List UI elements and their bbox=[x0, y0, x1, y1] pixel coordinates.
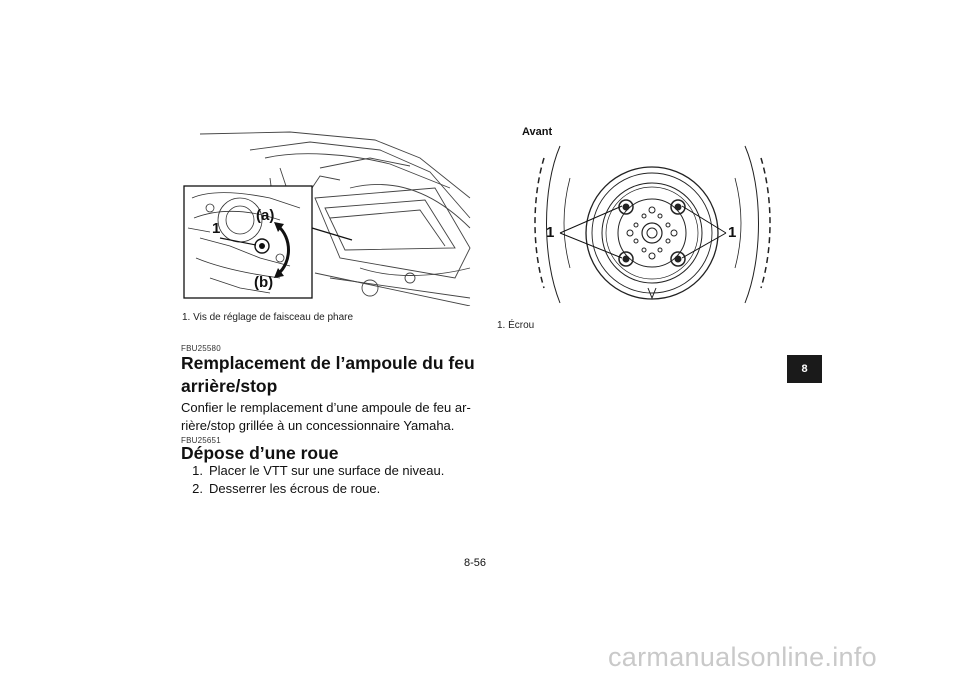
list-item: 2. Desserrer les écrous de roue. bbox=[181, 480, 481, 498]
callout-right: 1 bbox=[728, 224, 737, 241]
right-figure-caption: 1. Écrou bbox=[497, 320, 535, 331]
wheel-figure: 1 1 bbox=[530, 138, 775, 308]
section-2-code: FBU25651 bbox=[181, 436, 221, 445]
chapter-tab: 8 bbox=[787, 355, 822, 383]
headlight-figure: 1 (a) (b) bbox=[170, 128, 480, 307]
direction-label: Avant bbox=[522, 126, 553, 138]
steps-list: 1. Placer le VTT sur une surface de nive… bbox=[181, 462, 481, 498]
left-figure-caption: 1. Vis de réglage de faisceau de phare bbox=[182, 312, 354, 323]
wheel-illustration bbox=[534, 145, 771, 304]
label-a: (a) bbox=[256, 207, 275, 224]
step-number: 1. bbox=[192, 463, 203, 478]
section-1-body: Confier le remplacement d’une ampoule de… bbox=[181, 399, 481, 435]
section-1-title: Remplacement de l’ampoule du feu arrière… bbox=[181, 352, 481, 398]
step-number: 2. bbox=[192, 481, 203, 496]
section-1-body-line-2: rière/stop grillée à un concessionnaire … bbox=[181, 418, 455, 433]
section-1-title-line-2: arrière/stop bbox=[181, 376, 278, 396]
step-text: Desserrer les écrous de roue. bbox=[209, 481, 381, 496]
callout-1: 1 bbox=[212, 220, 221, 237]
section-1-body-line-1: Confier le remplacement d’une ampoule de… bbox=[181, 400, 471, 415]
list-item: 1. Placer le VTT sur une surface de nive… bbox=[181, 462, 481, 480]
watermark: carmanualsonline.info bbox=[608, 642, 877, 672]
callout-left: 1 bbox=[546, 224, 555, 241]
section-1-title-line-1: Remplacement de l’ampoule du feu bbox=[181, 353, 475, 373]
headlight-illustration bbox=[183, 131, 471, 307]
label-b: (b) bbox=[254, 274, 274, 291]
step-text: Placer le VTT sur une surface de niveau. bbox=[209, 463, 445, 478]
section-1-code: FBU25580 bbox=[181, 344, 221, 353]
page-number: 8-56 bbox=[464, 557, 487, 569]
section-2-title: Dépose d’une roue bbox=[181, 443, 339, 463]
